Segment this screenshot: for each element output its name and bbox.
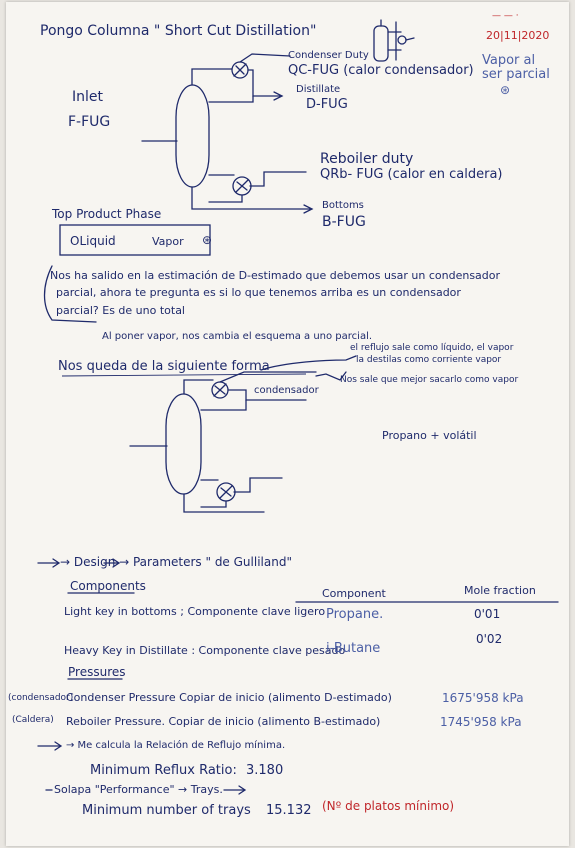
propane-note: Propano + volátil bbox=[382, 429, 477, 442]
reboiler-pressure-label: Reboiler Pressure. Copiar de inicio (ali… bbox=[66, 715, 381, 728]
top-product-phase-box bbox=[59, 224, 211, 256]
note-line-3: parcial? Es de uno total bbox=[56, 304, 185, 317]
condenser-pressure-label: Condenser Pressure Copiar de inicio (ali… bbox=[66, 691, 392, 704]
inlet-label: Inlet bbox=[72, 89, 103, 105]
note-line-5: Nos queda de la siguiente forma bbox=[58, 359, 270, 374]
light-key-component: Propane. bbox=[326, 607, 384, 622]
min-reflux-value: 3.180 bbox=[246, 763, 284, 778]
date: 20|11|2020 bbox=[486, 29, 550, 42]
distillate-label: Distillate bbox=[296, 84, 341, 95]
heavy-key-fraction: 0'02 bbox=[476, 632, 503, 646]
min-reflux-label: Minimum Reflux Ratio: bbox=[90, 763, 237, 778]
condenser-side-note: (condensador) bbox=[8, 693, 74, 703]
heavy-key-label: Heavy Key in Distillate : Componente cla… bbox=[64, 644, 346, 657]
column-1-vessel bbox=[175, 84, 210, 188]
annotation-1a: el reflujo sale como líquido, el vapor bbox=[350, 343, 514, 353]
col-mole-fraction: Mole fraction bbox=[464, 584, 536, 597]
reboiler-pressure-value: 1745'958 kPa bbox=[440, 715, 522, 729]
bottoms-label: Bottoms bbox=[322, 200, 364, 211]
top-product-phase-label: Top Product Phase bbox=[52, 207, 162, 221]
components-heading: Components bbox=[70, 579, 146, 593]
column-2-vessel bbox=[165, 393, 202, 495]
light-key-fraction: 0'01 bbox=[474, 607, 501, 621]
distillate-value: D-FUG bbox=[306, 97, 348, 112]
col-component: Component bbox=[322, 587, 386, 600]
reboiler-side-note: (Caldera) bbox=[12, 715, 54, 725]
min-trays-label: Minimum number of trays bbox=[82, 803, 251, 818]
light-key-label: Light key in bottoms ; Componente clave … bbox=[64, 605, 326, 618]
vapor-mark-icon: ⊛ bbox=[500, 83, 511, 97]
heavy-key-component: i-Butane bbox=[326, 641, 381, 656]
min-trays-note: (Nº de platos mínimo) bbox=[322, 799, 455, 813]
option-vapor[interactable]: Vapor bbox=[152, 235, 184, 248]
vapor-note: Vapor al ser parcial bbox=[482, 53, 550, 82]
condenser-label: condensador bbox=[254, 385, 319, 396]
calc-note: → Me calcula la Relación de Reflujo míni… bbox=[66, 740, 286, 751]
top-red-scribble: — — · bbox=[492, 11, 519, 21]
inlet-stream: F-FUG bbox=[68, 114, 111, 130]
tab-note: Solapa "Performance" → Trays. bbox=[54, 783, 223, 796]
note-line-1: Nos ha salido en la estimación de D-esti… bbox=[50, 269, 501, 282]
design-heading: → Design → Parameters " de Gulliland" bbox=[60, 555, 292, 569]
condenser-pressure-value: 1675'958 kPa bbox=[442, 691, 524, 705]
bottoms-value: B-FUG bbox=[322, 214, 366, 230]
partial-condenser-sketch bbox=[373, 25, 389, 62]
condenser-duty-label: Condenser Duty bbox=[288, 50, 369, 61]
option-vapor-mark-icon: ⊛ bbox=[202, 233, 213, 247]
note-line-2: parcial, ahora te pregunta es si lo que … bbox=[56, 286, 461, 299]
reboiler-duty-value: QRb- FUG (calor en caldera) bbox=[320, 167, 503, 182]
sketch-drawings bbox=[37, 19, 559, 795]
option-liquid[interactable]: OLiquid bbox=[70, 234, 116, 248]
page-title: Pongo Columna " Short Cut Distillation" bbox=[40, 23, 317, 39]
reboiler-duty-label: Reboiler duty bbox=[320, 151, 414, 167]
pressures-heading: Pressures bbox=[68, 665, 126, 679]
annotation-2: Nos sale que mejor sacarlo como vapor bbox=[340, 375, 519, 385]
note-line-4: Al poner vapor, nos cambia el esquema a … bbox=[102, 331, 373, 342]
notebook-page: — — · Pongo Columna " Short Cut Distilla… bbox=[6, 2, 569, 846]
annotation-1b: la destilas como corriente vapor bbox=[356, 355, 502, 365]
min-trays-value: 15.132 bbox=[266, 803, 312, 818]
condenser-duty-value: QC-FUG (calor condensador) bbox=[288, 63, 474, 78]
